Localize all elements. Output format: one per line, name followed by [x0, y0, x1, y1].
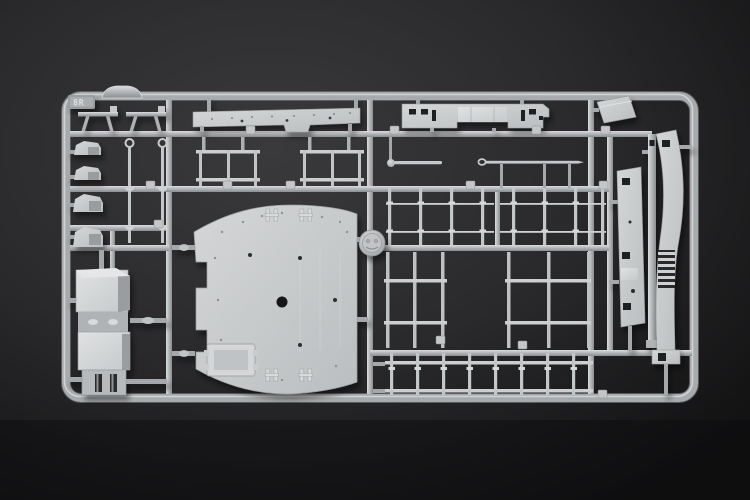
railing-row-lower-part — [373, 353, 593, 395]
sprue-id-text: 8R — [73, 99, 85, 109]
deck-center-hole — [276, 296, 288, 308]
eyelet-pin-rod-part — [477, 158, 584, 188]
platform-table-1 — [78, 106, 118, 131]
runner-horizontal-left-rail-bottom — [70, 245, 169, 251]
handrail-sections-part — [196, 137, 364, 186]
railing-row-upper-part — [386, 188, 606, 245]
deck-plate-part — [172, 204, 368, 395]
railing-stanchions-upper — [388, 188, 605, 245]
railing-frame-1 — [384, 252, 447, 348]
curved-strip-foot — [651, 349, 681, 395]
runner-horizontal-lower — [370, 350, 692, 356]
handrail-section-1 — [196, 137, 260, 186]
superstructure-side-part — [401, 98, 550, 132]
block-top — [75, 268, 130, 313]
runner-horizontal-rail-bottom — [370, 245, 609, 251]
sprue-frame: 8R — [61, 85, 699, 403]
logo-medallion-part — [358, 229, 386, 257]
handrail-section-2 — [300, 137, 364, 186]
hull-strip-straight-part — [609, 166, 646, 351]
runner-vertical-far-right — [607, 134, 613, 350]
runner-horizontal-top — [70, 131, 652, 137]
deck-hatch-frame — [204, 343, 258, 377]
curved-strip-ladder — [658, 250, 675, 288]
mast-rod-1 — [124, 138, 135, 243]
thin-strip-part — [642, 134, 658, 348]
davit-brackets-part — [68, 141, 103, 247]
sprue-id-tag: 8R — [68, 95, 95, 109]
platform-table-2 — [126, 106, 166, 131]
runner-horizontal-left-low — [70, 225, 166, 231]
block-knob-band — [78, 312, 128, 332]
runner-vertical-rail-divider — [495, 188, 500, 245]
block-middle — [77, 331, 131, 371]
railing-frames-part — [384, 252, 591, 348]
ball-end-rod-part — [387, 137, 442, 167]
frame-top-bump — [101, 85, 143, 99]
runner-horizontal-mid — [70, 186, 609, 192]
superstructure-blocks-part — [68, 250, 167, 396]
railing-frame-2 — [505, 252, 591, 348]
railing-stanchions-lower — [390, 353, 576, 395]
platform-tables-part — [78, 106, 166, 131]
photo-vignette — [0, 420, 750, 500]
hull-strip-curved-part — [651, 129, 692, 395]
walkway-strip-part — [192, 98, 361, 133]
angled-panel-part — [592, 95, 637, 124]
deck-clip-details — [264, 208, 313, 382]
part-number-tags — [145, 125, 611, 399]
block-slotted — [81, 369, 127, 396]
